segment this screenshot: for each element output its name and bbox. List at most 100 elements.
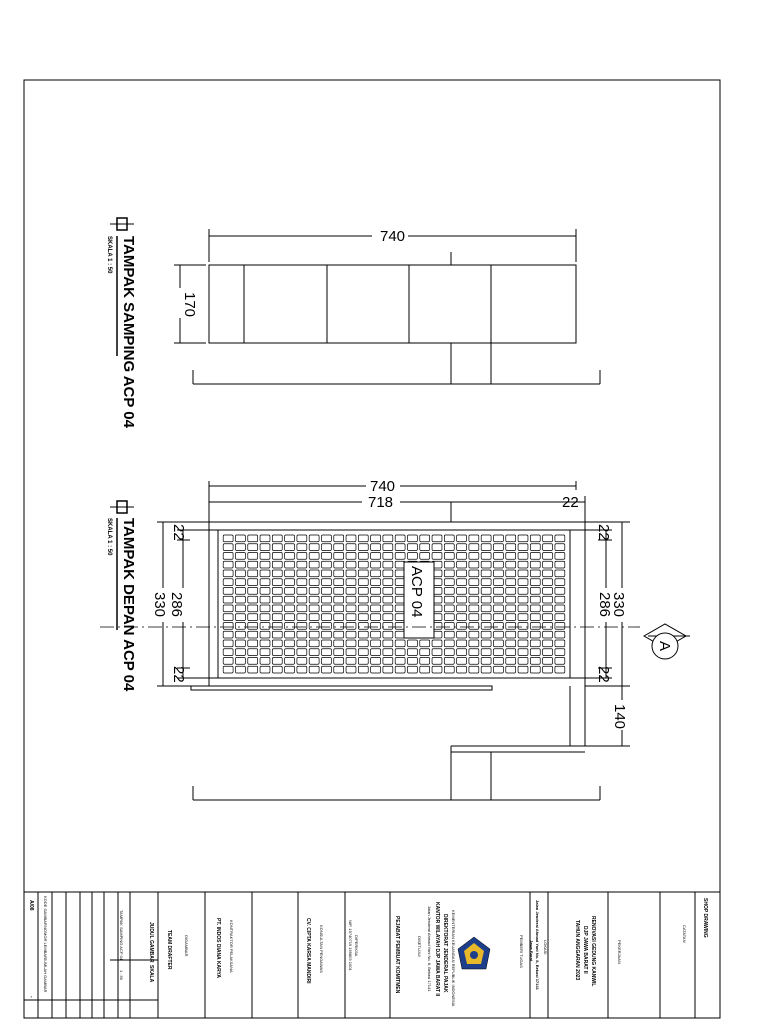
perforation-hole	[517, 578, 529, 586]
perforation-hole	[284, 534, 295, 543]
perforation-hole	[321, 552, 332, 560]
perforation-hole	[407, 657, 418, 665]
perforation-hole	[517, 639, 529, 648]
tb-sheet-code: A/08	[28, 900, 34, 911]
perforation-hole	[259, 604, 271, 613]
perforation-hole	[505, 657, 517, 665]
perforation-hole	[443, 604, 455, 613]
perforation-hole	[456, 543, 467, 551]
perforation-hole	[480, 639, 492, 648]
perforation-hole	[259, 578, 271, 586]
perforation-hole	[247, 543, 259, 551]
perforation-hole	[296, 604, 308, 613]
perforation-hole	[542, 534, 553, 543]
tb-project-label: PEKERJAAN	[617, 940, 622, 964]
perforation-hole	[333, 604, 345, 613]
perforation-hole	[529, 578, 541, 586]
perforation-hole	[247, 657, 259, 665]
perforation-hole	[394, 534, 406, 543]
perforation-hole	[456, 560, 467, 569]
perforation-hole	[443, 648, 455, 656]
perforation-hole	[542, 657, 553, 665]
perforation-hole	[345, 587, 357, 595]
perforation-hole	[382, 560, 394, 569]
perforation-hole	[456, 648, 467, 656]
perforation-hole	[357, 665, 369, 674]
tb-supervisor-label: KONSULTAN PENGAWAS	[319, 925, 324, 973]
tb-project-line-2: DJP JAWA BARAT II	[582, 926, 588, 974]
perforation-hole	[493, 543, 504, 551]
front-view: TAMPAK DEPAN ACP 04 SKALA 1 : 50 740 718…	[100, 478, 690, 801]
perforation-hole	[308, 578, 320, 586]
perforation-hole	[370, 622, 381, 630]
perforation-hole	[468, 552, 480, 560]
perforation-hole	[529, 552, 541, 560]
perforation-hole	[308, 639, 320, 648]
perforation-hole	[382, 578, 394, 586]
perforation-hole	[468, 665, 480, 674]
perforation-hole	[443, 552, 455, 560]
perforation-hole	[443, 560, 455, 569]
tb-address-line: Jalan Jenderal Ahmad Yani No. 8, Bekasi …	[427, 906, 432, 992]
perforation-hole	[505, 630, 517, 639]
tb-ministry-line-3: KANTOR WILAYAH DJP JAWA BARAT II	[434, 902, 440, 997]
front-view-top-margin-dim: 22	[170, 524, 187, 541]
perforation-hole	[370, 543, 381, 551]
perforation-hole	[529, 560, 541, 569]
perforation-hole	[529, 569, 541, 578]
perforation-hole	[259, 595, 271, 604]
perforation-hole	[321, 648, 332, 656]
perforation-hole	[468, 587, 480, 595]
perforation-hole	[357, 587, 369, 595]
tb-location-line-1: Jalan Jenderal Ahmad Yani No. 8, Bekasi …	[535, 900, 540, 991]
perforation-hole	[480, 560, 492, 569]
perforation-hole	[456, 587, 467, 595]
perforation-hole	[222, 534, 234, 543]
perforation-hole	[554, 630, 566, 639]
perforation-hole	[493, 578, 504, 586]
perforation-hole	[394, 639, 406, 648]
perforation-hole	[235, 587, 246, 595]
perforation-hole	[321, 604, 332, 613]
tb-location-label: LOKASI	[543, 940, 548, 954]
perforation-hole	[554, 595, 566, 604]
tb-supervisor-name: CV. CIPTA KARSA MANDIRI	[305, 918, 311, 984]
perforation-hole	[271, 639, 283, 648]
perforation-hole	[468, 569, 480, 578]
perforation-hole	[480, 552, 492, 560]
perforation-hole	[247, 578, 259, 586]
perforation-hole	[480, 648, 492, 656]
perforation-hole	[443, 543, 455, 551]
perforation-hole	[517, 534, 529, 543]
perforation-hole	[271, 578, 283, 586]
perforation-hole	[321, 639, 332, 648]
perforation-hole	[235, 665, 246, 674]
perforation-hole	[308, 552, 320, 560]
perforation-hole	[517, 604, 529, 613]
perforation-hole	[431, 665, 443, 674]
perforation-hole	[456, 569, 467, 578]
perforation-hole	[542, 648, 553, 656]
perforation-hole	[370, 648, 381, 656]
perforation-hole	[321, 578, 332, 586]
perforation-hole	[222, 630, 234, 639]
perforation-hole	[357, 595, 369, 604]
perforation-hole	[505, 595, 517, 604]
perforation-hole	[284, 665, 295, 674]
perforation-hole	[259, 639, 271, 648]
perforation-hole	[296, 622, 308, 630]
perforation-hole	[542, 639, 553, 648]
perforation-hole	[333, 534, 345, 543]
tb-drawing-title: TAMPAK SAMPING ACP 04	[119, 910, 124, 961]
perforation-hole	[333, 630, 345, 639]
perforation-hole	[554, 657, 566, 665]
tb-location-line-2: Jawa Barat	[529, 940, 534, 962]
perforation-hole	[296, 639, 308, 648]
perforation-hole	[370, 595, 381, 604]
perforation-hole	[554, 604, 566, 613]
tb-sheet-code-label: KODE GAMBAR	[43, 896, 48, 926]
perforation-hole	[529, 613, 541, 621]
tb-header: SHOP DRAWING	[702, 898, 708, 938]
perforation-hole	[382, 665, 394, 674]
perforation-hole	[443, 630, 455, 639]
